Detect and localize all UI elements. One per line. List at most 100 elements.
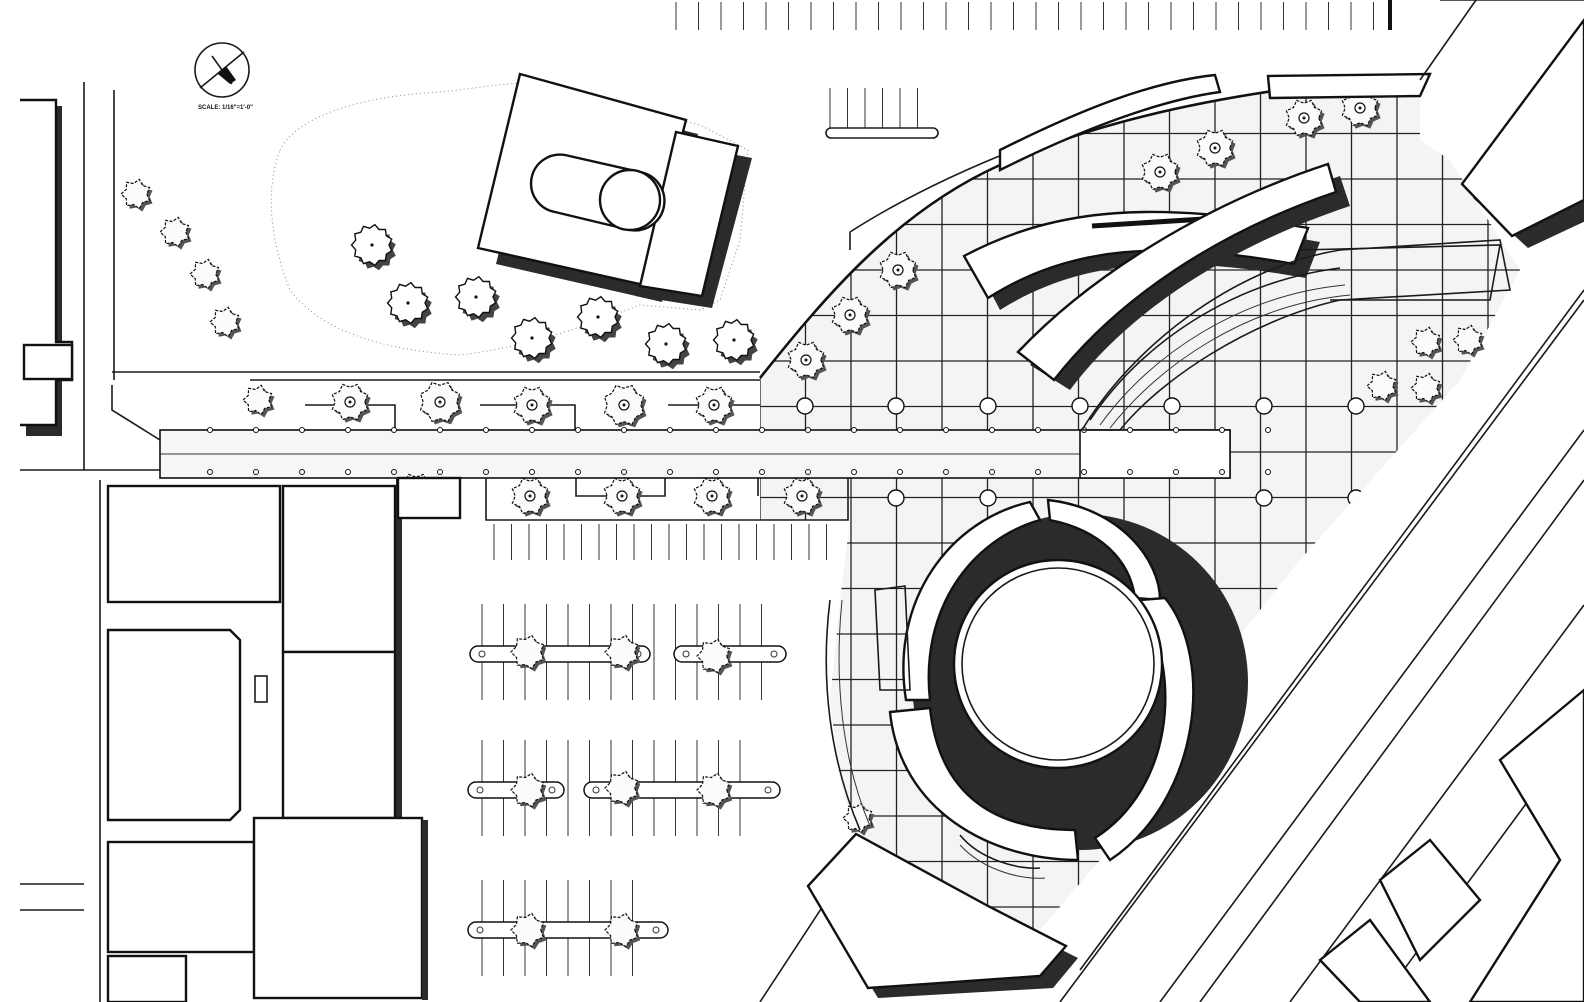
left-shrubs <box>120 178 1485 836</box>
bollard-icon <box>529 427 535 433</box>
shrub-icon <box>331 383 371 423</box>
shrub-icon <box>831 296 871 336</box>
light-post-icon <box>1071 397 1089 415</box>
shrub-icon <box>242 384 275 418</box>
shrub-icon <box>603 384 647 428</box>
light-post-icon <box>1255 489 1273 507</box>
shrub-icon <box>1141 153 1181 193</box>
shrub-icon <box>696 772 733 810</box>
shrub-icon <box>604 912 641 950</box>
shrub-icon <box>696 638 733 676</box>
tree-icon <box>454 275 500 323</box>
light-post-icon <box>1163 397 1181 415</box>
bollard-icon <box>667 427 673 433</box>
left-edge-building <box>20 98 74 436</box>
tree-icon <box>576 295 622 343</box>
curved-benches <box>962 162 1350 390</box>
light-post-icon <box>887 397 905 415</box>
shrub-icon <box>695 386 735 426</box>
bollard-icon <box>989 427 995 433</box>
shrub-icon <box>1410 372 1443 406</box>
bollard-icon <box>1173 469 1179 475</box>
bollard-icon <box>253 427 259 433</box>
bollard-icon <box>805 469 811 475</box>
light-post-icon <box>887 489 905 507</box>
rotunda-left-railing <box>825 585 1046 879</box>
bollard-icon <box>1173 427 1179 433</box>
bollard-icon <box>1265 469 1271 475</box>
bollard-icon <box>1127 469 1133 475</box>
bollard-icon <box>1081 469 1087 475</box>
bollard-icon <box>1127 427 1133 433</box>
bollard-icon <box>575 427 581 433</box>
bollard-icon <box>713 469 719 475</box>
shrub-icon <box>604 770 641 808</box>
bollard-icon <box>897 427 903 433</box>
commercial-block <box>106 476 462 1002</box>
bollard-icon <box>483 469 489 475</box>
light-post-icon <box>979 489 997 507</box>
bollard-icon <box>391 427 397 433</box>
plaza-arc-wall <box>758 72 1432 379</box>
light-post-icon <box>1347 489 1365 507</box>
shrub-icon <box>209 306 242 340</box>
fan-railing <box>1080 239 1511 431</box>
bollard-icon <box>345 469 351 475</box>
bollard-icon <box>575 469 581 475</box>
top-parking-stripes <box>675 0 1392 30</box>
south-building <box>806 832 1078 998</box>
bollard-icon <box>943 427 949 433</box>
bollard-icon <box>851 427 857 433</box>
shrub-icon <box>693 477 733 517</box>
bollard-icon <box>391 469 397 475</box>
bollard-icon <box>851 469 857 475</box>
shrub-icon <box>510 634 547 672</box>
shrub-icon <box>1196 129 1236 169</box>
parking-lot <box>467 524 827 976</box>
light-post-icon <box>1347 397 1365 415</box>
shrub-icon <box>1285 99 1325 139</box>
light-post-icon <box>979 397 997 415</box>
walkway-north-edge <box>112 371 760 381</box>
bollard-icon <box>529 469 535 475</box>
bollard-icon <box>207 427 213 433</box>
shrub-icon <box>787 341 827 381</box>
shrub-icon <box>511 477 551 517</box>
bollard-icon <box>805 427 811 433</box>
tree-icon <box>712 318 758 366</box>
bollard-icon <box>897 469 903 475</box>
bollard-icon <box>437 469 443 475</box>
bollard-icon <box>621 427 627 433</box>
shrub-icon <box>1341 89 1381 129</box>
scale-label: SCALE: 1/16"=1'-0" <box>198 105 253 111</box>
tree-icon <box>644 322 690 370</box>
shrub-icon <box>189 258 222 292</box>
bollard-icon <box>1219 469 1225 475</box>
tree-icon <box>510 316 556 364</box>
shrub-icon <box>159 216 192 250</box>
bollard-icon <box>621 469 627 475</box>
promenade <box>159 429 1231 479</box>
pavilion-building <box>476 72 752 308</box>
tree-icon <box>350 223 396 271</box>
bollard-icon <box>299 427 305 433</box>
bollard-icon <box>345 427 351 433</box>
shrub-icon <box>1410 326 1443 360</box>
bollard-icon <box>253 469 259 475</box>
bollard-icon <box>759 427 765 433</box>
parking-curb-north <box>825 127 939 139</box>
shrub-icon <box>120 178 153 212</box>
shrub-icon <box>603 477 643 517</box>
bollard-icon <box>713 427 719 433</box>
shrub-icon <box>510 912 547 950</box>
shrub-icon <box>879 251 919 291</box>
bollard-icon <box>667 469 673 475</box>
shrub-icon <box>604 634 641 672</box>
bollard-icon <box>1035 427 1041 433</box>
bollard-icon <box>483 427 489 433</box>
tree-icon <box>386 281 432 329</box>
bollard-icon <box>989 469 995 475</box>
shrub-icon <box>510 772 547 810</box>
shrub-icon <box>1366 370 1399 404</box>
